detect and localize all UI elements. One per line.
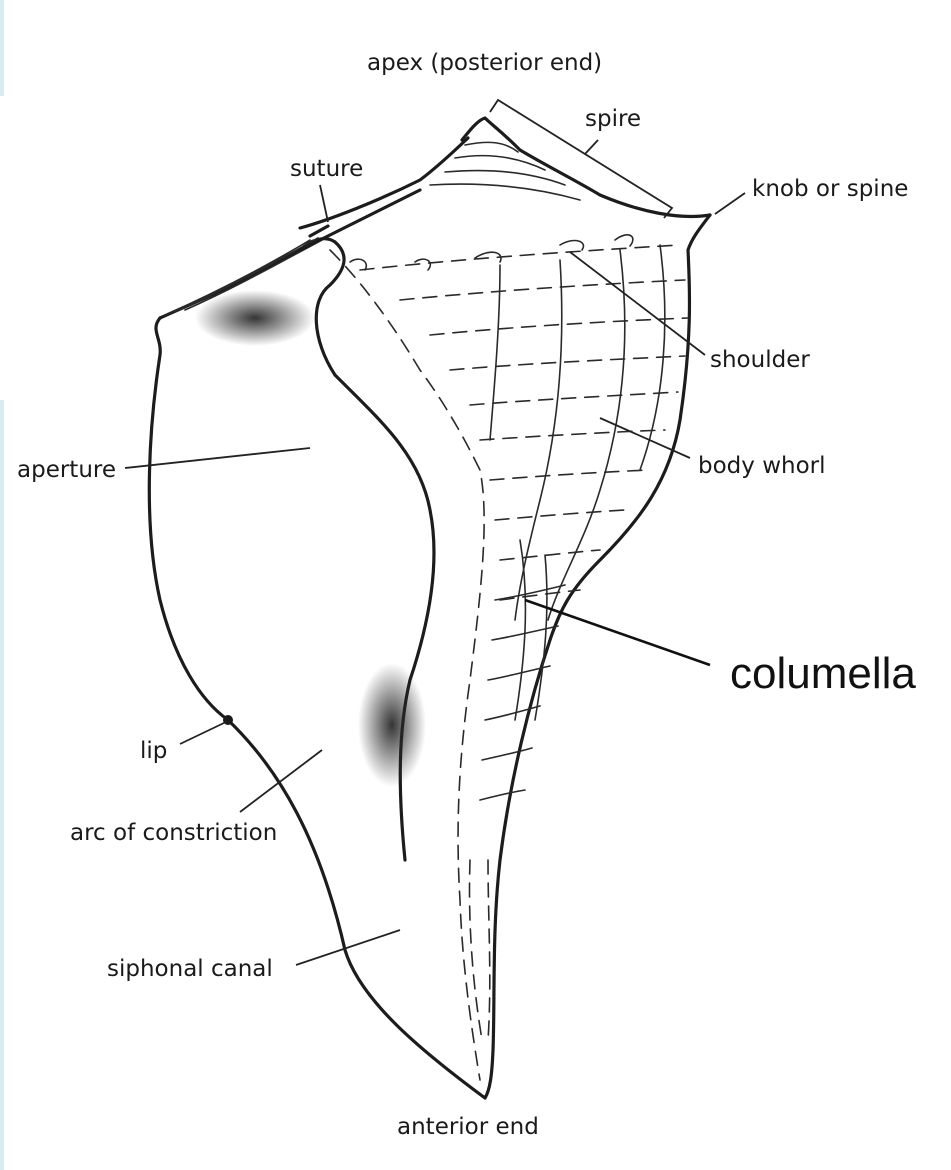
knob-spine — [485, 215, 710, 1098]
label-suture: suture — [290, 156, 363, 182]
label-arc: arc of constriction — [70, 820, 277, 846]
knob-leader — [715, 193, 745, 214]
siphonal-canal-lines — [470, 860, 490, 1040]
label-spire: spire — [585, 106, 641, 132]
suture-leader — [320, 185, 328, 222]
suture-line — [300, 190, 420, 250]
shell-drawing — [149, 118, 710, 1098]
aperture-shadow-top — [195, 290, 315, 346]
spire-leader — [585, 140, 598, 154]
apex-tip — [462, 118, 710, 216]
lip-leader — [180, 722, 226, 744]
labels: apex (posterior end) spire suture knob o… — [17, 50, 916, 1140]
label-apex: apex (posterior end) — [367, 50, 602, 76]
shoulder-knobs — [350, 235, 633, 270]
spire-bracket — [490, 100, 672, 218]
label-shoulder: shoulder — [710, 347, 810, 373]
body-whorl-spiral-lines — [360, 245, 688, 600]
arc-leader — [240, 750, 322, 812]
label-aperture: aperture — [17, 457, 116, 483]
aperture-leader — [125, 448, 310, 468]
constriction-shadow — [358, 663, 426, 787]
label-anterior-end: anterior end — [397, 1114, 539, 1140]
columella-grid — [480, 540, 565, 800]
label-columella: columella — [730, 649, 916, 698]
body-whorl-axial-lines — [490, 245, 665, 620]
label-knob: knob or spine — [752, 176, 908, 202]
upper-shell-edge — [300, 138, 468, 228]
label-body-whorl: body whorl — [698, 453, 826, 479]
parietal-edge — [330, 250, 484, 1080]
label-siphonal-canal: siphonal canal — [107, 956, 273, 982]
shoulder-leader — [570, 252, 705, 355]
label-lip: lip — [140, 738, 167, 764]
